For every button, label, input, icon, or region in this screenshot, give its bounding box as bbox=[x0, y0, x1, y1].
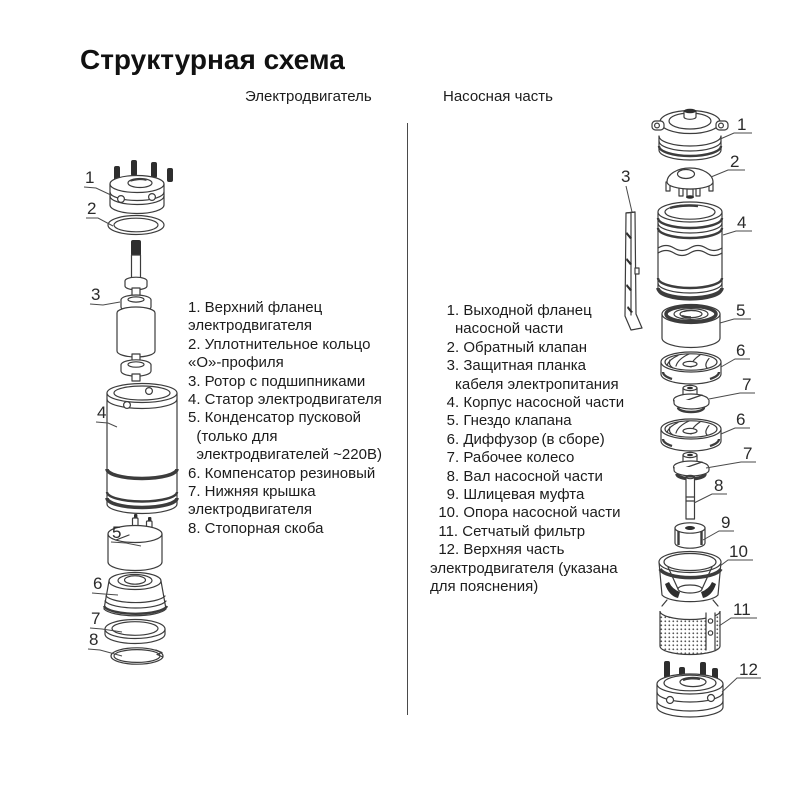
pump-part-11-strainer bbox=[659, 610, 721, 656]
motor-callout-2: 2 bbox=[87, 199, 97, 218]
motor-part-1-top-flange bbox=[109, 160, 173, 215]
pump-part-9-spline-coupling bbox=[674, 522, 706, 549]
pump-part-2-check-valve bbox=[665, 167, 714, 199]
pump-callout-4: 4 bbox=[737, 213, 747, 232]
pump-callout-1: 1 bbox=[737, 115, 747, 134]
motor-part-7-bottom-cap bbox=[104, 618, 166, 645]
motor-callout-5: 5 bbox=[112, 523, 122, 542]
column-divider-line bbox=[407, 123, 408, 715]
pump-callout-5: 5 bbox=[736, 301, 746, 320]
motor-callout-1: 1 bbox=[85, 168, 95, 187]
pump-callout-6b: 6 bbox=[736, 410, 746, 429]
motor-callout-7: 7 bbox=[91, 609, 101, 628]
pump-part-10-support bbox=[658, 550, 723, 607]
pump-part-6-diffuser-lower bbox=[660, 418, 722, 452]
motor-callout-4: 4 bbox=[97, 403, 107, 422]
pump-part-5-valve-seat bbox=[661, 303, 721, 349]
pump-part-12-motor-top bbox=[656, 661, 724, 718]
page-title: Структурная схема bbox=[80, 44, 345, 75]
motor-part-2-o-ring bbox=[107, 214, 165, 236]
pump-part-4-housing bbox=[656, 201, 724, 301]
motor-callout-6: 6 bbox=[93, 574, 103, 593]
motor-part-4-stator bbox=[105, 382, 179, 515]
pump-part-3-cable-guard bbox=[624, 211, 643, 331]
pump-callout-6a: 6 bbox=[736, 341, 746, 360]
motor-parts-list: 1. Верхний фланец электродвигателя 2. Уп… bbox=[188, 299, 382, 537]
column-header-pump: Насосная часть bbox=[443, 88, 553, 105]
pump-callout-9: 9 bbox=[721, 513, 731, 532]
motor-part-6-compensator bbox=[102, 571, 169, 617]
pump-callout-2: 2 bbox=[730, 152, 740, 171]
column-header-motor: Электродвигатель bbox=[245, 88, 372, 105]
pump-callout-11: 11 bbox=[733, 600, 751, 619]
pump-callout-3: 3 bbox=[621, 167, 631, 186]
pump-parts-list: 1. Выходной фланец насосной части 2. Обр… bbox=[430, 302, 625, 596]
pump-callout-leader-lines bbox=[625, 132, 761, 693]
pump-part-7-impeller-upper bbox=[672, 384, 710, 414]
motor-callout-8: 8 bbox=[89, 630, 99, 649]
pump-part-6-diffuser-upper bbox=[660, 351, 722, 385]
pump-callout-7b: 7 bbox=[743, 444, 753, 463]
pump-callout-7a: 7 bbox=[742, 375, 752, 394]
motor-part-3-rotor bbox=[116, 240, 156, 382]
pump-callout-12: 12 bbox=[739, 660, 758, 679]
pump-callout-10: 10 bbox=[729, 542, 748, 561]
pump-part-1-outlet-flange bbox=[651, 108, 729, 161]
motor-part-8-snap-ring bbox=[110, 647, 164, 665]
pump-callout-8: 8 bbox=[714, 476, 724, 495]
motor-callout-leader-lines bbox=[83, 186, 142, 657]
motor-callout-3: 3 bbox=[91, 285, 101, 304]
pump-part-8-shaft bbox=[685, 474, 696, 520]
